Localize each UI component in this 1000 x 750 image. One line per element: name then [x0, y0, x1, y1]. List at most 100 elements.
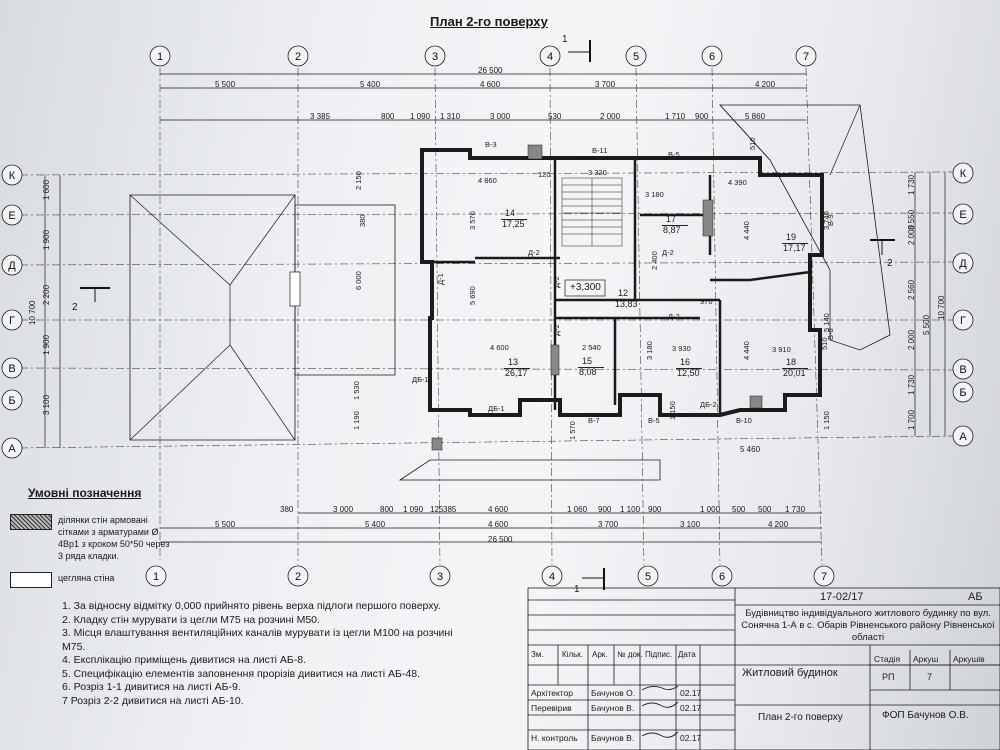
- window-label: В-5: [648, 416, 660, 425]
- legend-swatch-brick: [10, 572, 52, 588]
- axis-Е-left-bubble: [1, 204, 23, 226]
- axis-1-bottom-label: 1: [153, 571, 159, 583]
- dim-left-overall: 10 700: [28, 300, 37, 325]
- dim-right-row1: 2 560: [907, 279, 916, 300]
- room-divider: [782, 243, 808, 244]
- stamp-company: ФОП Бачунов О.В.: [882, 710, 969, 721]
- dim-bottom-row1: 500: [732, 505, 746, 514]
- dim-top-row1: 4 600: [480, 80, 501, 89]
- level-mark: +3,300: [570, 282, 601, 293]
- axis-2-top-bubble: [287, 45, 309, 67]
- axis-В-left-label: В: [8, 363, 15, 375]
- window-label: В-9: [826, 214, 835, 226]
- dim-right-overall: 10 700: [937, 295, 946, 320]
- dim-inner: 4 440: [742, 341, 751, 360]
- stamp-date: 02.17: [680, 703, 702, 713]
- room-area: 12,50: [677, 368, 700, 378]
- axis-К-left-label: К: [9, 170, 16, 182]
- axis-Д-right-label: Д: [959, 258, 967, 270]
- dim-top-row1: 5 400: [360, 80, 381, 89]
- axis-А-left-label: А: [8, 443, 16, 455]
- room-area: 17,25: [502, 219, 525, 229]
- window-label: В-8: [826, 328, 835, 340]
- axis-3-bottom-bubble: [429, 565, 451, 587]
- dim-top-row1: 3 700: [595, 80, 616, 89]
- axis-7-bottom-bubble: [813, 565, 835, 587]
- stamp-col-head: Підпис.: [645, 650, 673, 659]
- stamp-sheet-head: Аркуш: [913, 654, 939, 664]
- axis-Д-left-bubble: [1, 254, 23, 276]
- dim-top-row1: 5 500: [215, 80, 236, 89]
- axis-Б-right-bubble: [952, 381, 974, 403]
- room-number: 17: [666, 214, 677, 224]
- dim-left-row1: 2 200: [42, 284, 51, 305]
- dim-bottom-row2: 5 400: [365, 520, 386, 529]
- room-number: 18: [786, 357, 797, 367]
- stamp-series: АБ: [968, 591, 983, 603]
- room-area: 26,17: [505, 368, 528, 378]
- note-item: 4. Експлікацію приміщень дивитися на лис…: [62, 654, 307, 666]
- axis-6-bottom-bubble: [711, 565, 733, 587]
- dim-inner: 5 690: [468, 286, 477, 305]
- stamp-role: Перевірив: [531, 703, 572, 713]
- dim-bottom-row1: 900: [598, 505, 612, 514]
- stamp-object: Житловий будинок: [742, 667, 838, 679]
- dim-inner: 2 150: [354, 171, 363, 190]
- dim-right-row1: 2 000: [907, 329, 916, 350]
- axis-6-bottom-label: 6: [719, 571, 725, 583]
- section-mark-1-top: 1: [562, 34, 568, 45]
- dim-inner: 6 000: [354, 271, 363, 290]
- dim-top-row2: 1 090: [410, 112, 431, 121]
- section-mark-1-bottom: 1: [574, 584, 580, 595]
- stamp-name: Бачунов В.: [591, 703, 635, 713]
- axis-А-right-bubble: [952, 425, 974, 447]
- stamp-date: 02.17: [680, 733, 702, 743]
- section-mark-2-left: 2: [72, 302, 78, 313]
- dim-left-row1: 3 100: [42, 394, 51, 415]
- axis-1-top-label: 1: [157, 51, 163, 63]
- dim-bottom-row1: 125: [430, 505, 444, 514]
- dim-right-row1: 1 700: [907, 409, 916, 430]
- axis-1-top-bubble: [149, 45, 171, 67]
- axis-Е-left-label: Е: [8, 210, 15, 222]
- axis-5-bottom-label: 5: [645, 571, 651, 583]
- dim-bottom-extra: 5 460: [740, 445, 761, 454]
- door-label: Д-2: [552, 276, 561, 288]
- axis-7-bottom-label: 7: [821, 571, 827, 583]
- dim-top-row2: 900: [695, 112, 709, 121]
- axis-В-left-bubble: [1, 357, 23, 379]
- axis-5-top-label: 5: [633, 51, 639, 63]
- dim-inner: 3 320: [588, 168, 607, 177]
- axis-Е-right-bubble: [952, 203, 974, 225]
- dim-inner: 1 150: [822, 411, 831, 430]
- room-number: 12: [618, 288, 629, 298]
- dim-inner: 970: [700, 297, 713, 306]
- axis-К-right-label: К: [960, 168, 967, 180]
- note-item: 2. Кладку стін мурувати із цегли М75 на …: [62, 613, 320, 626]
- stamp-sheet-title: План 2-го поверху: [758, 712, 843, 723]
- dim-bottom-row2: 5 500: [215, 520, 236, 529]
- dim-top-overall: 26 500: [478, 66, 503, 75]
- dim-bottom-row1: 385: [443, 505, 457, 514]
- dim-bottom-row1: 1 100: [620, 505, 641, 514]
- axis-К-right-bubble: [952, 162, 974, 184]
- legend-text-brick: цегляна стіна: [58, 573, 115, 583]
- dim-bottom-row2: 4 600: [488, 520, 509, 529]
- axis-А-left-bubble: [1, 437, 23, 459]
- room-number: 15: [582, 356, 593, 366]
- room-divider: [614, 299, 640, 300]
- axis-7-top-label: 7: [803, 51, 809, 63]
- dim-inner: 4 390: [728, 178, 747, 187]
- dim-inner: 2 400: [650, 251, 659, 270]
- stamp-col-head: Арк.: [592, 650, 608, 659]
- dim-top-row2: 3 000: [490, 112, 511, 121]
- stamp-name: Бачунов О.: [591, 688, 636, 698]
- dim-inner: 1 150: [668, 401, 677, 420]
- door-label: Д-2: [668, 312, 680, 321]
- note-item: 7 Розріз 2-2 дивитися на листі АБ-10.: [62, 694, 244, 707]
- window-label: В-5: [668, 150, 680, 159]
- axis-4-top-label: 4: [547, 51, 553, 63]
